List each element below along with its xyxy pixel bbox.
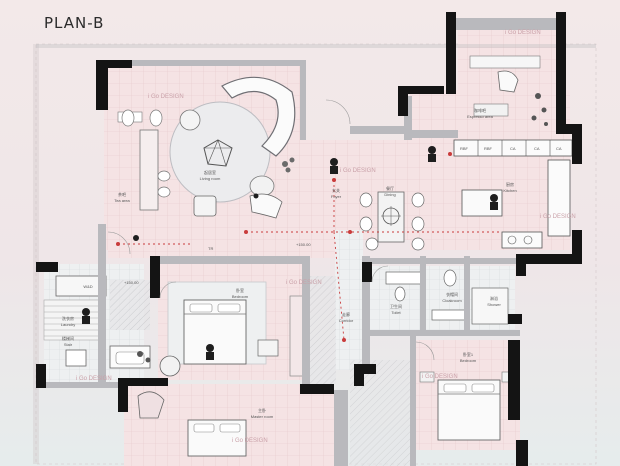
room-label-en: Living room <box>200 176 221 181</box>
room-label-cn: 卧室 <box>236 287 244 293</box>
bathroom <box>385 269 509 325</box>
room-label-en: Foyer <box>331 194 342 199</box>
bedroom-1 <box>419 371 517 441</box>
room-label-cn: 衣帽间 <box>446 291 458 297</box>
watermark: i Go DESIGN <box>232 438 268 444</box>
watermark: i Go DESIGN <box>286 280 322 286</box>
plan-title: PLAN-B <box>44 14 105 32</box>
level-markers: +150.00 +150.00 TR <box>124 242 311 285</box>
room-label-en: Bedroom <box>232 294 249 299</box>
watermark: i Go DESIGN <box>340 168 376 174</box>
appliance-label: RBF <box>460 146 469 151</box>
watermark: i Go DESIGN <box>76 376 112 382</box>
room-label-cn: 餐厅 <box>386 185 394 191</box>
room-label-cn: 卧室1 <box>463 351 474 357</box>
appliance-label: RBF <box>484 146 493 151</box>
room-label-en: Master room <box>251 414 274 419</box>
master-room <box>137 391 247 457</box>
tea-area <box>117 109 171 211</box>
room-label-en: Laundry <box>61 322 75 327</box>
room-label-cn: 淋浴 <box>490 295 498 301</box>
watermark: i Go DESIGN <box>422 374 458 380</box>
room-label-en: Kitchen <box>503 188 516 193</box>
espresso-area <box>469 55 548 126</box>
room-label-en: Toilet <box>391 310 401 315</box>
watermarks: i Go DESIGN i Go DESIGN i Go DESIGN i Go… <box>76 30 576 444</box>
people-figures <box>82 146 498 360</box>
watermark: i Go DESIGN <box>505 30 541 36</box>
room-label-cn: 茶吧 <box>118 191 126 197</box>
room-label-en: Shower <box>487 302 501 307</box>
room-label-cn: 楼梯间 <box>62 335 74 341</box>
appliance-labels: RBF RBF CA CA CA <box>460 146 562 151</box>
room-label-cn: 厨房 <box>506 181 514 187</box>
room-label-en: Cloakroom <box>442 298 462 303</box>
appliance-label: CA <box>556 146 562 151</box>
living-room <box>169 76 296 219</box>
watermark: i Go DESIGN <box>540 214 576 220</box>
dining-area <box>359 191 425 251</box>
level-marker: +150.00 <box>296 242 311 247</box>
circulation-nodes <box>116 152 452 342</box>
room-labels: 起居室 Living room 茶吧 Tea area 咖啡吧 Espresso… <box>61 107 517 419</box>
partition-walls <box>36 18 596 466</box>
level-marker: +150.00 <box>124 280 139 285</box>
structural-walls <box>36 12 582 466</box>
room-label-cn: 卫生间 <box>390 303 402 309</box>
room-label-en: Espresso area <box>467 114 494 119</box>
laundry <box>55 275 151 369</box>
bedroom-2 <box>159 281 309 377</box>
appliance-label: CA <box>510 146 516 151</box>
room-label-en: Corridor <box>339 318 354 323</box>
room-label-en: Tea area <box>114 198 130 203</box>
room-label-cn: 起居室 <box>204 169 216 175</box>
circulation-lines <box>118 180 500 341</box>
watermark: i Go DESIGN <box>148 94 184 100</box>
room-label-cn: 走廊 <box>342 311 350 317</box>
appliance-label: CA <box>534 146 540 151</box>
door-swings <box>107 99 435 361</box>
room-label-en: Dining <box>384 192 395 197</box>
room-label-cn: 玄关 <box>332 187 340 193</box>
room-label-en: W&D <box>83 284 92 289</box>
room-label-en: Bedroom <box>460 358 477 363</box>
room-label-en: Stair <box>64 342 73 347</box>
room-label-cn: 洗衣房 <box>62 315 74 321</box>
level-marker: TR <box>208 246 213 251</box>
room-label-cn: 咖啡吧 <box>474 107 486 113</box>
room-label-cn: 主卧 <box>258 407 266 413</box>
stairs <box>43 299 101 341</box>
